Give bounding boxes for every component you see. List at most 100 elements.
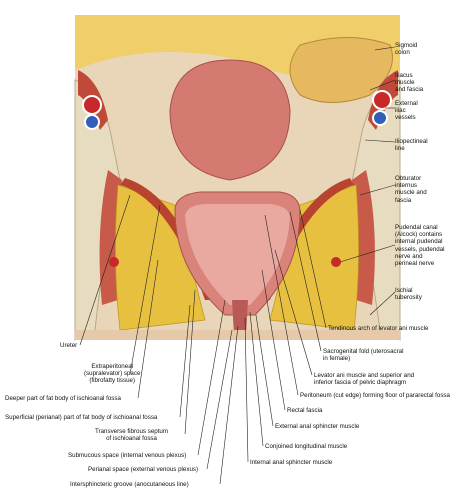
label-line: of ischioanal fossa (106, 435, 157, 443)
leader-superficial-fat (179, 304, 191, 418)
label-line: External (395, 100, 418, 107)
label-line: Conjoined longitudinal muscle (265, 443, 348, 450)
label-tendinous-arch: Tendinous arch of levator ani muscle (328, 325, 428, 332)
leader-sacrogenital-fold (289, 211, 322, 352)
label-line: iliac (395, 107, 406, 115)
label-peritoneum: Peritoneum (cut edge) forming floor of p… (300, 392, 450, 399)
label-rectal-fascia: Rectal fascia (287, 407, 322, 414)
label-line: Obturator (395, 175, 422, 182)
label-line: Iliopectineal (395, 138, 428, 145)
leader-submucous-space (197, 299, 226, 456)
label-line: muscle (395, 79, 415, 87)
leader-iliacus (369, 79, 396, 91)
leader-ischial-tuberosity (369, 291, 396, 316)
right-obturator-internus (352, 170, 375, 305)
label-superficial-fat: Superficial (perianal) part of fat body … (5, 414, 157, 421)
label-line: Levator ani muscle and superior and (314, 372, 415, 379)
label-line: (supralevator) space (84, 370, 141, 378)
leader-extraperitoneal (129, 204, 161, 375)
label-ureter: Ureter (60, 342, 77, 349)
label-line: External anal sphincter muscle (275, 423, 360, 430)
label-line: Ischial (395, 287, 413, 294)
label-line: tuberosity (395, 294, 422, 302)
rectosigmoid-bulge (169, 59, 291, 181)
label-line: internus (395, 182, 418, 190)
leader-ureter (79, 194, 131, 346)
label-line: Iliacus (395, 72, 413, 79)
label-line: Peritoneum (cut edge) forming floor of p… (300, 392, 450, 399)
levator-ani-muscle (120, 178, 354, 300)
label-line: Tendinous arch of levator ani muscle (328, 325, 429, 332)
label-conjoined-longitudinal: Conjoined longitudinal muscle (265, 443, 347, 450)
right-external-iliac-artery (372, 90, 392, 110)
leader-transverse-septum (184, 289, 196, 435)
label-intersphincteric-groove: Intersphincteric groove (anocutaneous li… (70, 481, 189, 488)
label-line: Deeper part of fat body of ischioanal fo… (5, 395, 121, 402)
leader-conjoined-longitudinal (249, 311, 264, 447)
label-line: Pudendal canal (395, 224, 438, 231)
perineal-skin (75, 330, 400, 340)
leader-peritoneum (264, 214, 299, 396)
left-pudendal-vessels (109, 257, 119, 267)
leader-deeper-fat (137, 259, 159, 399)
label-line: Ureter (60, 342, 78, 349)
right-external-iliac-vein (372, 110, 388, 126)
label-line: inferior fascia of pelvic diaphragm (314, 379, 407, 387)
label-external-anal-sphincter: External anal sphincter muscle (275, 423, 359, 430)
leader-sigmoid-colon (374, 46, 396, 51)
label-line: line (395, 145, 405, 153)
label-line: vessels, pudendal (395, 245, 445, 253)
label-line: Superficial (perianal) part of fat body … (5, 414, 158, 421)
label-line: Sigmoid (395, 42, 418, 49)
label-line: (fibrofatty tissue) (89, 377, 136, 385)
label-line: Extraperitoneal (91, 363, 134, 370)
label-line: in female) (323, 355, 351, 363)
label-line: fascia (395, 196, 412, 204)
label-line: Sacrogenital fold (uterosacral (323, 348, 404, 355)
leader-obturator-internus (359, 184, 396, 196)
leader-intersphincteric-groove (219, 325, 239, 485)
label-line: Perianal space (external venous plexus) (88, 466, 199, 473)
label-line: and fascia (395, 86, 424, 94)
leader-perianal-space (206, 329, 233, 470)
left-external-iliac-vein (84, 114, 100, 130)
label-deeper-fat: Deeper part of fat body of ischioanal fo… (5, 395, 121, 402)
leader-iliopectineal (364, 139, 396, 143)
label-perianal-space: Perianal space (external venous plexus) (88, 466, 198, 473)
label-line: Intersphincteric groove (anocutaneous li… (70, 481, 189, 488)
label-line: internal pudendal (395, 238, 443, 246)
leader-tendinous-arch (299, 209, 327, 329)
label-line: Submucous space (internal venous plexus) (68, 452, 187, 459)
leader-pudendal-canal (339, 244, 396, 263)
leader-external-anal-sphincter (255, 314, 274, 427)
leader-internal-anal-sphincter (244, 317, 249, 463)
left-external-iliac-artery (82, 95, 102, 115)
label-line: Transverse fibrous septum (95, 428, 169, 435)
leader-lines (79, 46, 396, 485)
label-line: muscle and (395, 189, 427, 197)
label-extraperitoneal: Extraperitoneal(supralevator) space(fibr… (84, 363, 140, 385)
label-line: colon (395, 49, 410, 57)
label-line: nerve and (395, 252, 423, 260)
right-pudendal-vessels (331, 257, 341, 267)
anal-canal (232, 300, 248, 335)
leader-levator-ani (274, 249, 313, 376)
label-submucous-space: Submucous space (internal venous plexus) (68, 452, 186, 459)
label-line: (Alcock) contains (395, 231, 443, 239)
label-internal-anal-sphincter: Internal anal sphincter muscle (250, 459, 332, 466)
leader-rectal-fascia (261, 269, 286, 411)
label-line: Internal anal sphincter muscle (250, 459, 333, 466)
label-line: Rectal fascia (287, 407, 323, 414)
